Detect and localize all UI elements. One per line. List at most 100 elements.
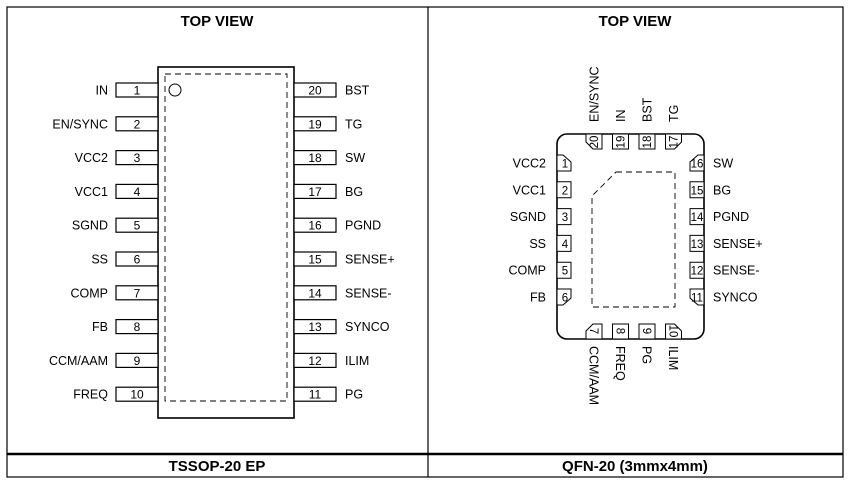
- qfn-top-view-label: TOP VIEW: [599, 13, 673, 30]
- tssop-pin-11: [293, 386, 337, 402]
- qfn-pin-12: [689, 261, 705, 279]
- tssop-pin-name: TG: [345, 117, 362, 131]
- qfn-pin-name: VCC2: [513, 157, 546, 171]
- qfn-pin-name: SENSE-: [713, 264, 760, 278]
- qfn-pin-1: [556, 154, 572, 172]
- tssop-pin-number: 16: [308, 219, 322, 233]
- qfn-pin-name: FREQ: [613, 346, 627, 381]
- tssop-pin-name: SENSE-: [345, 286, 392, 300]
- qfn-pin-name: CCM/AAM: [587, 346, 601, 405]
- tssop-pin-10: [115, 386, 159, 402]
- qfn-pin-number: 2: [562, 185, 568, 197]
- tssop-pin-6: [115, 251, 159, 267]
- tssop-pin-number: 10: [130, 388, 144, 402]
- qfn-exposed-pad: [591, 171, 676, 308]
- tssop-pin-number: 11: [309, 388, 322, 402]
- tssop-pin-name: FB: [92, 320, 108, 334]
- tssop-pin-number: 9: [134, 354, 141, 368]
- tssop-pin-2: [115, 116, 159, 132]
- qfn-pin-11: [689, 288, 705, 306]
- qfn-pin-name: BG: [713, 183, 731, 197]
- tssop-pin-15: [293, 251, 337, 267]
- qfn-pin-name: PGND: [713, 210, 749, 224]
- tssop-exposed-pad: [164, 73, 288, 402]
- qfn-pin-4: [556, 234, 572, 252]
- tssop-pin-19: [293, 116, 337, 132]
- qfn-pin-number: 17: [669, 136, 681, 149]
- qfn-pin-20: [585, 133, 603, 150]
- tssop-pin-12: [293, 352, 337, 368]
- tssop-pin-name: SW: [345, 151, 365, 165]
- tssop-pin-14: [293, 285, 337, 301]
- tssop-package-label: TSSOP-20 EP: [169, 458, 266, 475]
- tssop-pin-name: BST: [345, 84, 370, 98]
- qfn-pin-16: [689, 154, 705, 172]
- tssop-pin-name: IN: [96, 84, 109, 98]
- tssop-pin-name: COMP: [71, 286, 109, 300]
- tssop-pin-number: 6: [134, 253, 141, 267]
- tssop-pin-number: 3: [134, 151, 141, 165]
- qfn-pin-18: [638, 133, 656, 150]
- tssop-pin-number: 7: [134, 286, 141, 300]
- qfn-pin-17: [665, 133, 682, 150]
- qfn-pin-13: [689, 234, 705, 252]
- qfn-pin-name: SENSE+: [713, 237, 763, 251]
- tssop-pin-number: 17: [308, 185, 322, 199]
- tssop-body: [157, 66, 295, 419]
- tssop-pin-name: SYNCO: [345, 320, 390, 334]
- qfn-pin-name: TG: [667, 105, 681, 122]
- qfn-pin-name: IN: [614, 110, 628, 123]
- qfn-pin-7: [585, 323, 603, 340]
- qfn-pin-number: 20: [589, 136, 601, 149]
- tssop-pin-13: [293, 319, 337, 335]
- tssop-pin-name: FREQ: [73, 388, 108, 402]
- tssop-pin-number: 4: [134, 185, 141, 199]
- tssop-pin-number: 19: [308, 117, 322, 131]
- tssop-pin-4: [115, 183, 159, 199]
- tssop-pin-number: 12: [308, 354, 322, 368]
- tssop-pin-number: 18: [308, 151, 322, 165]
- qfn-pin-name: EN/SYNC: [588, 66, 602, 122]
- tssop-pin-16: [293, 217, 337, 233]
- qfn-pin-number: 9: [640, 328, 652, 334]
- qfn-pin-name: SGND: [510, 210, 546, 224]
- qfn-body: [556, 133, 705, 340]
- qfn-pin-number: 12: [691, 266, 704, 278]
- tssop-pin-18: [293, 150, 337, 166]
- qfn-pin-number: 16: [691, 159, 704, 171]
- qfn-pin-number: 10: [667, 325, 679, 338]
- tssop-pin-number: 13: [308, 320, 322, 334]
- outer-frame: [6, 6, 844, 478]
- qfn-pin-number: 4: [562, 239, 569, 251]
- qfn-pin-2: [556, 181, 572, 199]
- qfn-pin-number: 11: [691, 293, 703, 305]
- qfn-pin-name: PG: [640, 346, 654, 364]
- qfn-pin-10: [665, 323, 682, 340]
- qfn-pin-5: [556, 261, 572, 279]
- tssop-pin-number: 15: [308, 253, 322, 267]
- tssop-pin-name: PG: [345, 388, 363, 402]
- tssop-pin-name: ILIM: [345, 354, 369, 368]
- qfn-pin-name: FB: [530, 291, 546, 305]
- qfn-pin-6: [556, 288, 572, 306]
- tssop-pin-17: [293, 183, 337, 199]
- tssop-pin-9: [115, 352, 159, 368]
- tssop-pin-name: SS: [91, 253, 108, 267]
- qfn-pin-number: 5: [562, 266, 568, 278]
- tssop-pin-20: [293, 82, 337, 98]
- qfn-pin-name: SW: [713, 157, 733, 171]
- tssop-pin-name: SGND: [72, 219, 108, 233]
- tssop-pin-name: CCM/AAM: [49, 354, 108, 368]
- tssop-pins: 1IN2EN/SYNC3VCC24VCC15SGND6SS7COMP8FB9CC…: [49, 82, 395, 402]
- tssop-pin-number: 1: [134, 84, 141, 98]
- tssop-pin-name: SENSE+: [345, 253, 395, 267]
- qfn-pin-number: 3: [562, 212, 568, 224]
- qfn-pin-number: 18: [642, 136, 654, 149]
- tssop-pin-3: [115, 150, 159, 166]
- tssop-pin-name: BG: [345, 185, 363, 199]
- qfn-pin-number: 8: [614, 328, 626, 334]
- tssop-top-view-label: TOP VIEW: [181, 13, 255, 30]
